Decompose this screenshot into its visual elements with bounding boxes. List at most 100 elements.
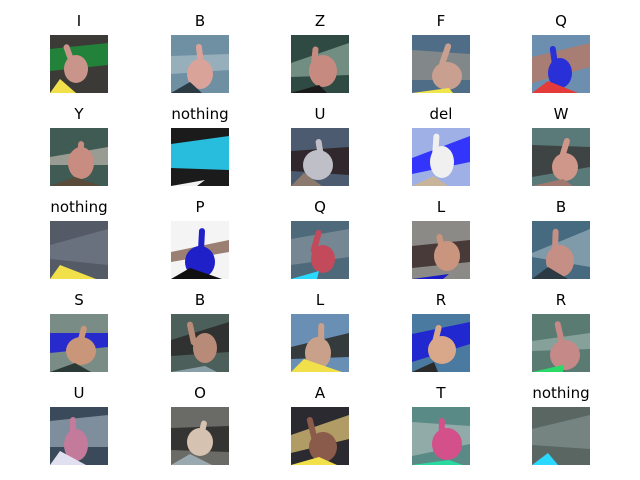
panel-label: Q: [555, 12, 567, 30]
hand-sign-thumbnail: [50, 221, 108, 279]
hand-shape: [552, 138, 578, 181]
hand-shape: [64, 417, 88, 461]
thumbnail-accent: [50, 177, 101, 186]
thumbnail-accent: [171, 180, 205, 186]
hand-sign-thumbnail: [412, 314, 470, 372]
grid-panel: B: [140, 0, 260, 93]
panel-label: L: [315, 291, 325, 309]
thumbnail-accent: [532, 365, 563, 372]
hand-sign-thumbnail: [171, 128, 229, 186]
hand-shape: [310, 229, 335, 273]
thumbnail-image: [412, 407, 470, 465]
grid-panel: S: [19, 279, 139, 372]
hand-shape: [309, 46, 337, 87]
hand-shape: [548, 45, 572, 88]
thumbnail-image: [291, 221, 349, 279]
panel-label: del: [429, 105, 453, 123]
thumbnail-band: [50, 229, 108, 265]
grid-panel: W: [501, 93, 621, 186]
grid-panel: O: [140, 372, 260, 465]
hand-shape: [432, 417, 462, 460]
thumbnail-accent: [291, 85, 327, 93]
hand-shape: [186, 321, 217, 363]
panel-label: S: [74, 291, 84, 309]
thumbnail-band: [171, 136, 229, 170]
thumbnail-image: [50, 35, 108, 93]
grid-panel: L: [260, 279, 380, 372]
grid-panel: nothing: [140, 93, 260, 186]
panel-label: Z: [314, 12, 326, 30]
grid-panel: U: [19, 372, 139, 465]
thumbnail-accent: [412, 88, 453, 93]
hand-sign-thumbnail: [171, 35, 229, 93]
thumbnail-image: [412, 128, 470, 186]
thumbnail-image: [50, 407, 108, 465]
thumbnail-image: [171, 407, 229, 465]
hand-shape: [66, 325, 96, 365]
hand-shape: [432, 43, 462, 90]
hand-shape: [434, 234, 460, 271]
thumbnail-accent: [532, 81, 578, 93]
thumbnail-image: [291, 128, 349, 186]
grid-panel: F: [381, 0, 501, 93]
thumbnail-accent: [291, 359, 342, 372]
thumbnail-accent: [50, 451, 86, 465]
hand-sign-thumbnail: [50, 407, 108, 465]
grid-panel: Q: [260, 186, 380, 279]
panel-label: T: [436, 384, 446, 402]
hand-sign-thumbnail: [412, 128, 470, 186]
panel-label: R: [435, 291, 447, 309]
hand-sign-thumbnail: [532, 221, 590, 279]
thumbnail-image: [291, 35, 349, 93]
panel-label: B: [555, 198, 567, 216]
thumbnail-image: [412, 35, 470, 93]
panel-label: B: [194, 12, 206, 30]
grid-panel: U: [260, 93, 380, 186]
thumbnail-image: [532, 128, 590, 186]
thumbnail-accent: [50, 79, 76, 93]
panel-label: R: [555, 291, 567, 309]
hand-shape: [63, 44, 88, 83]
thumbnail-image: [532, 221, 590, 279]
grid-panel: I: [19, 0, 139, 93]
thumbnail-image: [532, 407, 590, 465]
hand-sign-thumbnail: [291, 221, 349, 279]
thumbnail-accent: [171, 454, 212, 465]
panel-label: nothing: [171, 105, 229, 123]
hand-shape: [68, 141, 94, 179]
hand-sign-thumbnail: [532, 128, 590, 186]
grid-panel: B: [140, 279, 260, 372]
panel-label: W: [553, 105, 569, 123]
hand-sign-thumbnail: [50, 314, 108, 372]
thumbnail-accent: [171, 82, 202, 93]
hand-shape: [430, 133, 454, 178]
grid-panel: del: [381, 93, 501, 186]
hand-sign-thumbnail: [412, 35, 470, 93]
thumbnail-image: [50, 314, 108, 372]
grid-panel: nothing: [19, 186, 139, 279]
panel-label: U: [314, 105, 326, 123]
thumbnail-accent: [412, 362, 438, 372]
thumbnail-image: [532, 35, 590, 93]
hand-sign-thumbnail: [412, 221, 470, 279]
thumbnail-accent: [50, 265, 96, 279]
hand-sign-thumbnail: [171, 314, 229, 372]
panel-label: B: [194, 291, 206, 309]
thumbnail-accent: [532, 179, 573, 186]
panel-label: F: [436, 12, 446, 30]
panel-label: Y: [74, 105, 84, 123]
grid-panel: P: [140, 186, 260, 279]
thumbnail-image: [532, 314, 590, 372]
grid-panel: R: [501, 279, 621, 372]
hand-shape: [428, 324, 456, 364]
panel-label: nothing: [50, 198, 108, 216]
hand-shape: [187, 420, 213, 456]
thumbnail-image: [171, 314, 229, 372]
hand-sign-thumbnail: [412, 407, 470, 465]
panel-label: A: [314, 384, 326, 402]
hand-sign-thumbnail: [532, 407, 590, 465]
grid-panel: L: [381, 186, 501, 279]
thumbnail-image: [291, 407, 349, 465]
hand-sign-thumbnail: [291, 35, 349, 93]
grid-panel: R: [381, 279, 501, 372]
